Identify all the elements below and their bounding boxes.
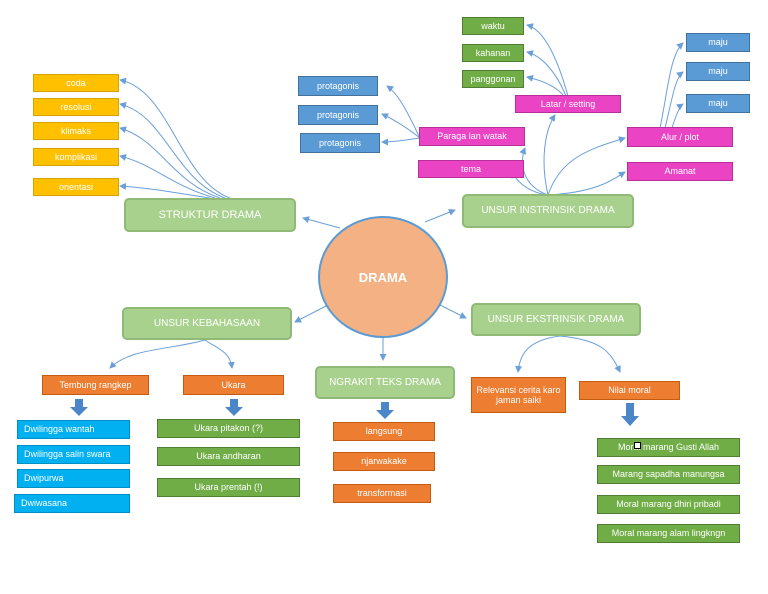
down-arrow-icon (621, 403, 639, 426)
tembung-rangkep-node: Tembung rangkep (42, 375, 149, 395)
selection-handle[interactable] (634, 442, 641, 449)
struktur-item-klimaks: klimaks (33, 122, 119, 140)
ngrakit-item-njarwakake: njarwakake (333, 452, 435, 471)
branch-unsur-ekstrinsik: UNSUR EKSTRINSIK DRAMA (471, 303, 641, 336)
alur-item-maju-2: maju (686, 62, 750, 81)
paraga-item-protagonis-2: protagonis (298, 105, 378, 125)
ukara-item-andharan: Ukara andharan (157, 447, 300, 466)
alur-item-maju-1: maju (686, 33, 750, 52)
tembung-item-dwipurwa: Dwipurwa (17, 469, 130, 488)
nilai-moral-node: Nilai moral (579, 381, 680, 400)
alur-plot-node: Alur / plot (627, 127, 733, 147)
root-node-drama: DRAMA (318, 216, 448, 338)
ukara-node: Ukara (183, 375, 284, 395)
struktur-item-resolusi: resolusi (33, 98, 119, 116)
tema-node: tema (418, 160, 524, 178)
struktur-item-coda: coda (33, 74, 119, 92)
paraga-watak-node: Paraga lan watak (419, 127, 525, 146)
branch-struktur-drama: STRUKTUR DRAMA (124, 198, 296, 232)
paraga-item-protagonis-3: protagonis (300, 133, 380, 153)
tembung-item-dwilingga-wantah: Dwilingga wantah (17, 420, 130, 439)
struktur-item-komplikasi: komplikasi (33, 148, 119, 166)
ukara-item-prentah: Ukara prentah (!) (157, 478, 300, 497)
alur-item-maju-3: maju (686, 94, 750, 113)
nilai-item-sapadha-manungsa: Marang sapadha manungsa (597, 465, 740, 484)
ukara-item-pitakon: Ukara pitakon (?) (157, 419, 300, 438)
latar-item-kahanan: kahanan (462, 44, 524, 62)
tembung-item-dwilingga-salin-swara: Dwilingga salin swara (17, 445, 130, 464)
down-arrow-icon (376, 402, 394, 419)
struktur-item-orientasi: orientasi (33, 178, 119, 196)
ngrakit-item-langsung: langsung (333, 422, 435, 441)
branch-unsur-instrinsik: UNSUR INSTRINSIK DRAMA (462, 194, 634, 228)
branch-ngrakit-teks: NGRAKIT TEKS DRAMA (315, 366, 455, 399)
nilai-item-alam-lingkngn: Moral marang alam lingkngn (597, 524, 740, 543)
amanat-node: Amanat (627, 162, 733, 181)
tembung-item-dwiwasana: Dwiwasana (14, 494, 130, 513)
latar-setting-node: Latar / setting (515, 95, 621, 113)
paraga-item-protagonis-1: protagonis (298, 76, 378, 96)
nilai-item-dhiri-pribadi: Moral marang dhiri pribadi (597, 495, 740, 514)
nilai-item-gusti-allah: Moral marang Gusti Allah (597, 438, 740, 457)
down-arrow-icon (225, 399, 243, 416)
latar-item-waktu: waktu (462, 17, 524, 35)
branch-unsur-kebahasaan: UNSUR KEBAHASAAN (122, 307, 292, 340)
ngrakit-item-transformasi: transformasi (333, 484, 431, 503)
down-arrow-icon (70, 399, 88, 416)
latar-item-panggonan: panggonan (462, 70, 524, 88)
relevansi-node: Relevansi cerita karo jaman saiki (471, 377, 566, 413)
